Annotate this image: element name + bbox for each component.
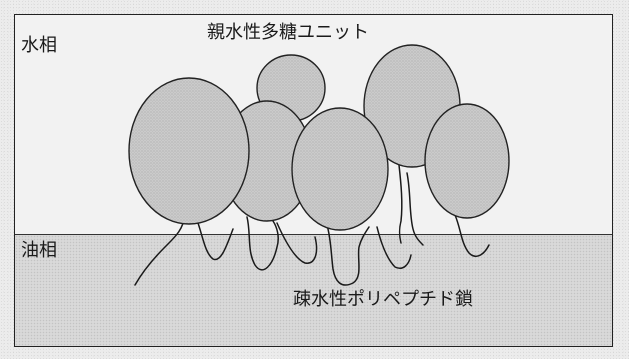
hydrophobic-chain-label: 疎水性ポリペプチド鎖: [293, 289, 473, 310]
oil-phase-region: [15, 234, 612, 346]
polysaccharide-unit: [128, 77, 250, 225]
polysaccharide-unit: [291, 107, 389, 231]
polypeptide-chain: [196, 219, 234, 261]
polypeptide-chain: [454, 214, 490, 257]
polypeptide-chain: [276, 222, 318, 264]
polypeptide-chain: [246, 216, 279, 271]
polypeptide-chain: [326, 224, 370, 286]
hydrophilic-unit-label: 親水性多糖ユニット: [207, 22, 369, 43]
particle-illustration: [128, 44, 510, 286]
aqueous-phase-label: 水相: [21, 35, 57, 56]
diagram-frame: 水相 親水性多糖ユニット 油相 疎水性ポリペプチド鎖: [14, 14, 613, 347]
polysaccharide-unit: [424, 103, 510, 219]
polypeptide-chain: [406, 172, 424, 246]
oil-phase-label: 油相: [21, 240, 57, 261]
polypeptide-chain: [398, 164, 403, 244]
polypeptide-chain: [134, 214, 186, 286]
polypeptide-chain: [376, 226, 412, 269]
